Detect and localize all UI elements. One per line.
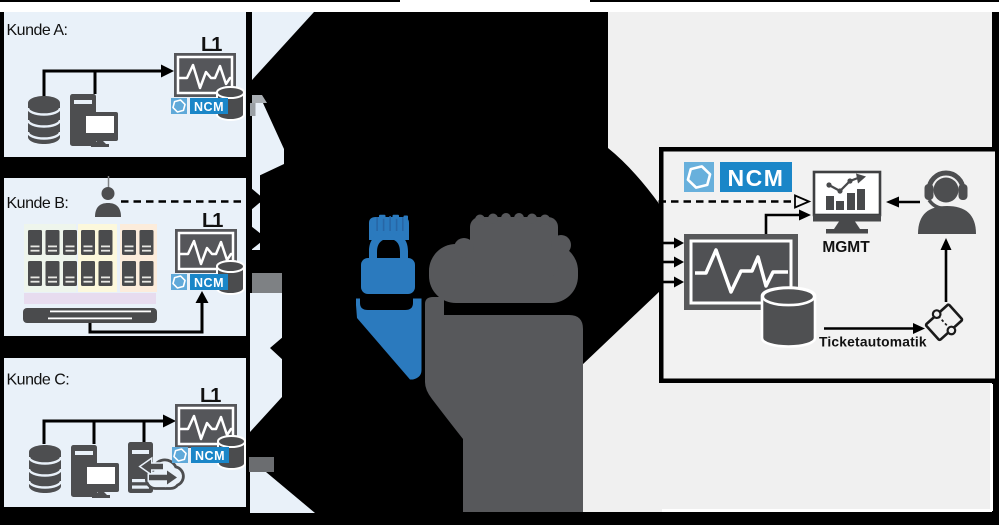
svg-text:Kunde B:: Kunde B: <box>7 195 69 212</box>
svg-text:Kunde A:: Kunde A: <box>7 22 68 39</box>
svg-text:MGMT: MGMT <box>822 239 870 256</box>
svg-text:NCM: NCM <box>728 165 785 191</box>
svg-text:L1: L1 <box>201 34 222 56</box>
svg-text:L1: L1 <box>202 210 223 232</box>
svg-text:L1: L1 <box>200 385 221 407</box>
svg-text:Ticketautomatik: Ticketautomatik <box>819 335 927 350</box>
svg-text:Kunde C:: Kunde C: <box>7 372 70 389</box>
